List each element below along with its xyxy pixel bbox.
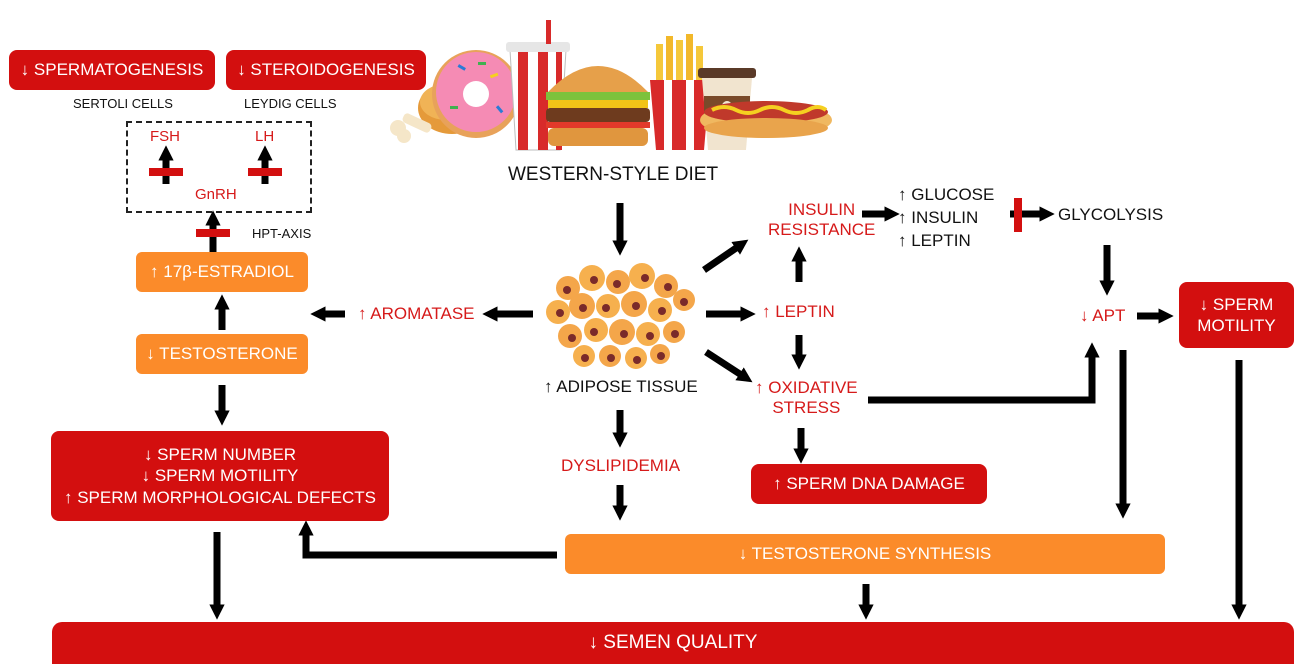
gnrh-label: GnRH	[195, 186, 237, 203]
inhibit-bar-lh	[248, 168, 282, 176]
hot-dog-icon	[700, 101, 832, 138]
dna-damage-box: ↑ SPERM DNA DAMAGE	[751, 464, 987, 504]
testosterone-synthesis-label: ↓ TESTOSTERONE SYNTHESIS	[738, 544, 992, 564]
oxidative-stress-label: ↑ OXIDATIVE STRESS	[755, 378, 858, 419]
inhibit-bar-fsh	[149, 168, 183, 176]
steroidogenesis-label: ↓ STEROIDOGENESIS	[237, 60, 415, 80]
sperm-number-label: ↓ SPERM NUMBER	[143, 445, 297, 465]
semen-quality-box: ↓ SEMEN QUALITY	[52, 622, 1294, 664]
testosterone-synthesis-box: ↓ TESTOSTERONE SYNTHESIS	[565, 534, 1165, 574]
leptin-center-label: ↑ LEPTIN	[762, 302, 835, 321]
insulin-resistance-line-1: INSULIN	[788, 200, 856, 219]
dyslipidemia-label: DYSLIPIDEMIA	[561, 456, 681, 475]
fries-icon	[650, 34, 710, 150]
estradiol-label: ↑ 17β-ESTRADIOL	[150, 262, 294, 282]
food-illustration	[390, 20, 832, 151]
hormone-box	[126, 121, 312, 213]
apt-label: ↓ APT	[1080, 306, 1126, 325]
inhibit-bar-glycolysis	[1014, 198, 1022, 232]
leptin-label: ↑ LEPTIN	[898, 230, 971, 250]
adipose-label: ↑ ADIPOSE TISSUE	[544, 377, 698, 396]
semen-quality-label: ↓ SEMEN QUALITY	[588, 632, 758, 654]
donut-icon	[432, 50, 520, 138]
burger-icon	[546, 66, 650, 146]
sperm-motility-label: ↓ SPERM MOTILITY	[141, 466, 299, 486]
arrow-synthesis-sperm	[298, 520, 557, 559]
oxidative-line-1: ↑ OXIDATIVE	[755, 378, 858, 397]
glucose-label: ↑ GLUCOSE	[898, 185, 995, 204]
spermatogenesis-label: ↓ SPERMATOGENESIS	[20, 60, 204, 80]
sperm-effects-box: ↓ SPERM NUMBER ↓ SPERM MOTILITY ↑ SPERM …	[51, 431, 389, 521]
dna-damage-label: ↑ SPERM DNA DAMAGE	[773, 474, 965, 494]
hpt-axis-label: HPT-AXIS	[252, 226, 312, 241]
insulin-label: ↑ INSULIN	[898, 207, 979, 227]
insulin-resistance-label: INSULIN RESISTANCE	[768, 200, 875, 241]
sperm-motility-box: ↓ SPERM MOTILITY	[1179, 282, 1294, 348]
fat-cells-icon	[546, 263, 695, 369]
arrow-oxidative-apt	[868, 342, 1100, 404]
arrow-adipose-insulin	[702, 239, 749, 273]
diet-label: WESTERN-STYLE DIET	[508, 164, 719, 185]
glycolysis-label: GLYCOLYSIS	[1058, 205, 1164, 224]
sperm-morphology-label: ↑ SPERM MORPHOLOGICAL DEFECTS	[63, 487, 377, 507]
testosterone-box: ↓ TESTOSTERONE	[136, 334, 308, 374]
fsh-label: FSH	[150, 128, 180, 145]
metabolic-list: ↑ GLUCOSE ↑ INSULIN ↑ LEPTIN	[898, 184, 994, 253]
arrow-adipose-oxidative	[704, 349, 753, 383]
estradiol-box: ↑ 17β-ESTRADIOL	[136, 252, 308, 292]
sperm-motility-line-2: MOTILITY	[1197, 316, 1276, 335]
steroidogenesis-box: ↓ STEROIDOGENESIS	[226, 50, 426, 90]
leydig-cells-label: LEYDIG CELLS	[244, 96, 337, 111]
aromatase-label: ↑ AROMATASE	[358, 304, 475, 323]
sperm-motility-line-1: ↓ SPERM	[1199, 294, 1274, 314]
inhibit-bar-gnrh	[196, 229, 230, 237]
spermatogenesis-box: ↓ SPERMATOGENESIS	[9, 50, 215, 90]
testosterone-label: ↓ TESTOSTERONE	[146, 344, 298, 364]
lh-label: LH	[255, 128, 275, 145]
oxidative-line-2: STRESS	[772, 398, 841, 418]
insulin-resistance-line-2: RESISTANCE	[768, 220, 876, 240]
sertoli-cells-label: SERTOLI CELLS	[73, 96, 173, 111]
